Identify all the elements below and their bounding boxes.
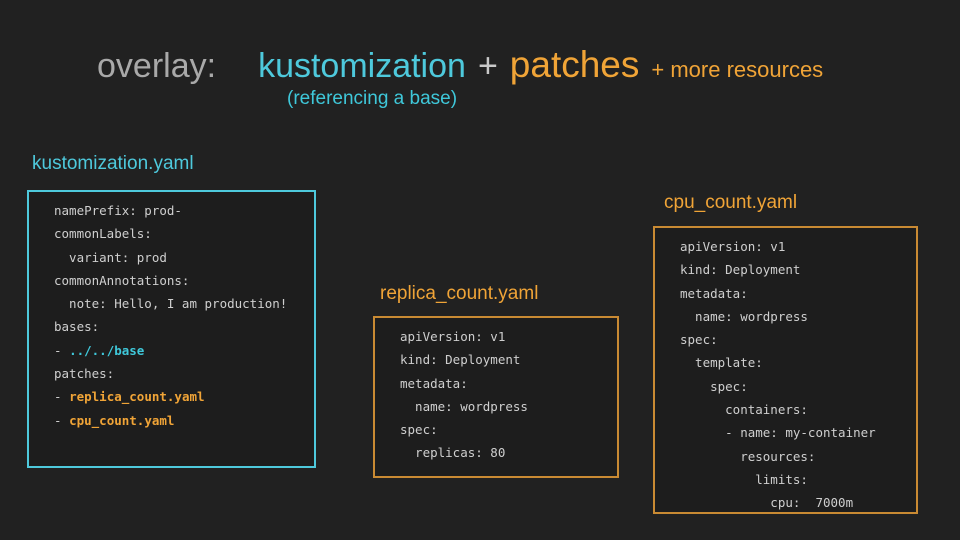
code-segment: spec:	[680, 378, 748, 394]
code-segment: kind: Deployment	[680, 262, 801, 278]
code-segment: cpu_count.yaml	[69, 412, 175, 428]
code-line: metadata:	[680, 282, 906, 305]
replica-count-file-label: replica_count.yaml	[380, 283, 539, 304]
cpu-count-file-label: cpu_count.yaml	[664, 192, 798, 213]
code-segment: name: wordpress	[680, 308, 808, 324]
slide-title: overlay: kustomization + patches + more …	[97, 44, 823, 86]
code-segment: template:	[680, 355, 763, 371]
code-line: spec:	[680, 328, 906, 351]
code-line: - name: my-container	[680, 421, 906, 444]
code-segment: variant: prod	[54, 249, 167, 265]
code-segment: spec:	[680, 332, 718, 348]
code-segment: replicas: 80	[400, 445, 506, 461]
code-segment: bases:	[54, 319, 100, 335]
code-segment: -	[54, 342, 70, 358]
code-line: resources:	[680, 445, 906, 468]
title-patches: patches	[509, 44, 640, 85]
code-line: commonLabels:	[54, 222, 304, 245]
code-segment: resources:	[680, 448, 816, 464]
code-line: apiVersion: v1	[680, 235, 906, 258]
code-segment: patches:	[54, 366, 115, 382]
code-line: replicas: 80	[400, 441, 607, 464]
code-segment: metadata:	[680, 285, 748, 301]
code-segment: namePrefix: prod-	[54, 203, 182, 218]
code-line: kind: Deployment	[400, 348, 607, 371]
title-more-resources: + more resources	[651, 57, 824, 82]
code-line: commonAnnotations:	[54, 269, 304, 292]
code-line: spec:	[400, 418, 607, 441]
code-line: - cpu_count.yaml	[54, 409, 304, 432]
code-segment: apiVersion: v1	[400, 329, 506, 344]
kustomization-code-box: namePrefix: prod-commonLabels: variant: …	[27, 190, 316, 468]
code-line: - replica_count.yaml	[54, 385, 304, 408]
code-segment: name: wordpress	[400, 398, 528, 414]
code-line: containers:	[680, 398, 906, 421]
code-segment: replica_count.yaml	[69, 389, 205, 405]
code-line: patches:	[54, 362, 304, 385]
code-segment: spec:	[400, 422, 438, 438]
code-line: variant: prod	[54, 246, 304, 269]
code-segment: kind: Deployment	[400, 352, 521, 368]
code-segment: commonAnnotations:	[54, 272, 190, 288]
title-overlay: overlay:	[97, 47, 217, 85]
code-line: bases:	[54, 315, 304, 338]
code-line: namePrefix: prod-	[54, 199, 304, 222]
code-line: kind: Deployment	[680, 258, 906, 281]
code-line: note: Hello, I am production!	[54, 292, 304, 315]
code-line: name: wordpress	[680, 305, 906, 328]
title-subtitle: (referencing a base)	[287, 88, 458, 109]
code-line: spec:	[680, 375, 906, 398]
code-segment: note: Hello, I am production!	[54, 296, 288, 312]
code-segment: -	[54, 412, 70, 428]
code-line: template:	[680, 351, 906, 374]
code-line: apiVersion: v1	[400, 325, 607, 348]
title-kustomization: kustomization	[258, 47, 466, 85]
code-line: name: wordpress	[400, 395, 607, 418]
code-line: metadata:	[400, 372, 607, 395]
title-plus-sign: +	[477, 47, 498, 85]
code-segment: - name: my-container	[680, 425, 876, 441]
code-line: - ../../base	[54, 339, 304, 362]
code-segment: apiVersion: v1	[680, 239, 786, 254]
code-line: cpu: 7000m	[680, 491, 906, 514]
code-segment: -	[54, 389, 70, 405]
code-line: limits:	[680, 468, 906, 491]
code-segment: limits:	[680, 471, 808, 487]
code-segment: ../../base	[69, 342, 145, 358]
code-segment: metadata:	[400, 375, 468, 391]
code-segment: containers:	[680, 402, 808, 418]
code-segment: commonLabels:	[54, 226, 152, 242]
code-segment: cpu: 7000m	[680, 495, 854, 511]
kustomization-file-label: kustomization.yaml	[32, 153, 194, 174]
